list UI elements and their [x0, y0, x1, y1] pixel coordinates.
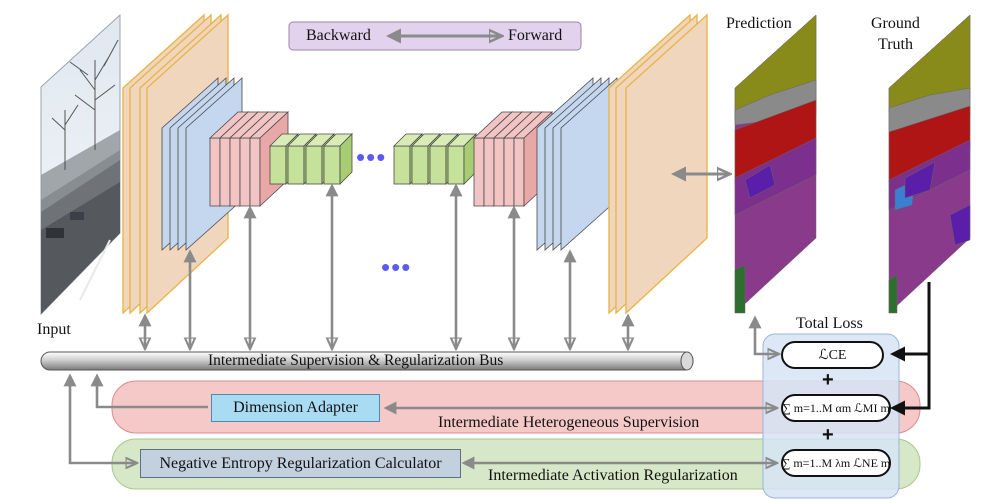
ground-truth-arrows [890, 282, 931, 416]
ce-loss-formula: ℒCE [818, 347, 847, 363]
ground-truth-map [888, 14, 971, 314]
ce-loss-box: ℒCE [781, 341, 884, 369]
bus-to-band-arrows [70, 373, 208, 463]
prediction-label: Prediction [726, 15, 792, 32]
bus-connectors [145, 186, 628, 348]
neg-entropy-calculator-box: Negative Entropy Regularization Calculat… [140, 449, 461, 478]
middle-ellipsis: ••• [381, 252, 412, 282]
total-loss-label: Total Loss [796, 315, 863, 332]
decoder-output-featuremap [608, 13, 708, 315]
legend-forward-label: Forward [508, 27, 563, 44]
plus-sign: + [822, 424, 834, 446]
prediction-to-ce-arrow [755, 318, 778, 354]
input-label: Input [37, 321, 71, 338]
input-image [40, 13, 121, 316]
legend-backward-label: Backward [306, 27, 371, 44]
encoder-pink-block [208, 111, 290, 207]
activation-regularization-label: Intermediate Activation Regularization [488, 467, 738, 484]
mi-loss-box: ∑ m=1..M αm ℒMI m [781, 394, 891, 422]
ne-loss-box: ∑ m=1..M λm ℒNE m [781, 449, 891, 477]
encoder-green-block [269, 133, 353, 185]
ne-loss-formula: ∑ m=1..M λm ℒNE m [781, 455, 891, 470]
mi-loss-formula: ∑ m=1..M αm ℒMI m [782, 400, 890, 415]
bus-label: Intermediate Supervision & Regularizatio… [208, 352, 504, 369]
ground-truth-label-line2: Truth [878, 36, 913, 53]
decoder-green-block [393, 133, 477, 185]
ground-truth-label-line1: Ground [871, 15, 920, 32]
prediction-map [734, 14, 817, 314]
heterogeneous-supervision-label: Intermediate Heterogeneous Supervision [438, 414, 700, 431]
plus-sign: + [822, 369, 834, 391]
encoder-decoder-ellipsis: ••• [356, 142, 387, 172]
decoder-blue-block [536, 77, 618, 251]
dimension-adapter-box: Dimension Adapter [211, 394, 380, 422]
